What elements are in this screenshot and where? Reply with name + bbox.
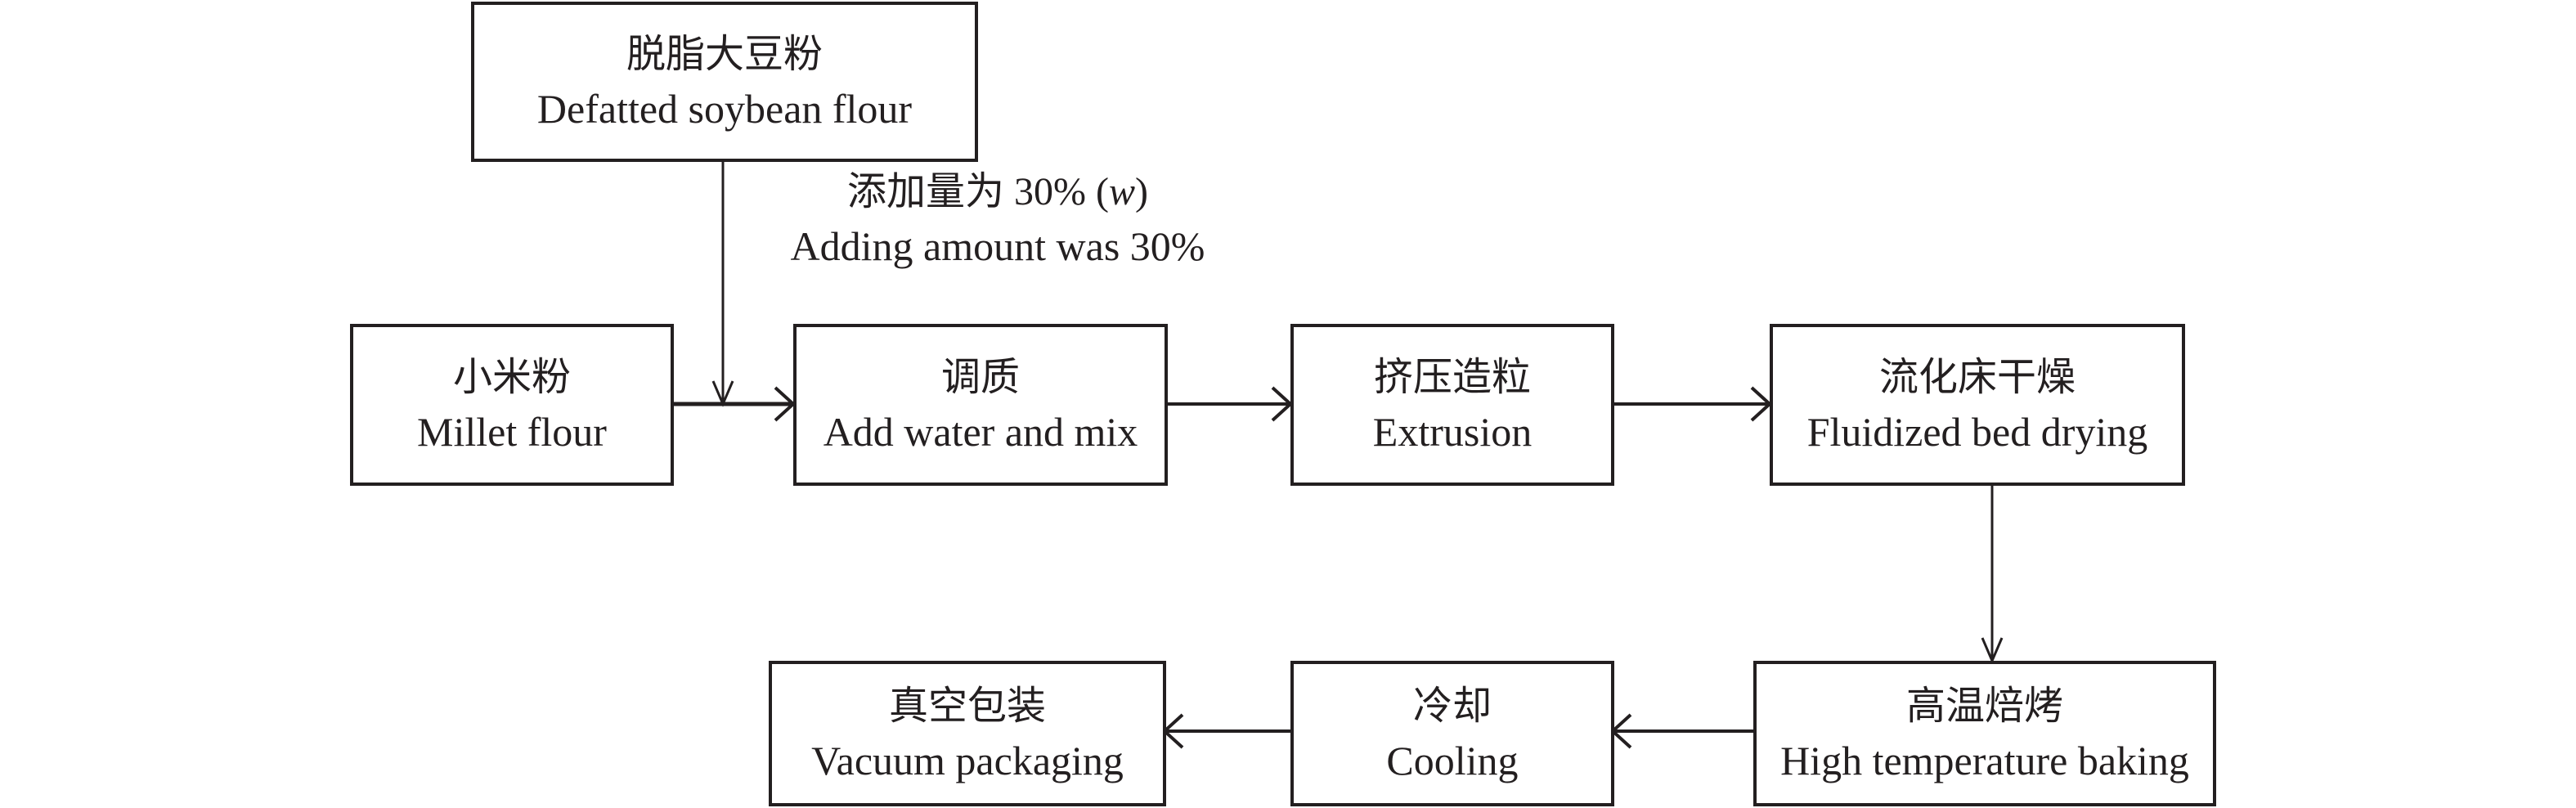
annotation-zh-prefix: 添加量为 30% ( (847, 170, 1109, 213)
node-vacuum-packaging: 真空包装 Vacuum packaging (769, 661, 1166, 806)
node-label-en: High temperature baking (1780, 738, 2189, 783)
node-millet-flour: 小米粉 Millet flour (350, 324, 674, 486)
node-label-en: Defatted soybean flour (536, 86, 913, 132)
node-label-zh: 真空包装 (888, 685, 1046, 728)
node-label-en: Extrusion (1372, 409, 1533, 455)
node-label-zh: 高温焙烤 (1905, 685, 2063, 728)
node-add-water-and-mix: 调质 Add water and mix (793, 324, 1168, 486)
node-defatted-soybean-flour: 脱脂大豆粉 Defatted soybean flour (471, 2, 978, 162)
node-high-temperature-baking: 高温焙烤 High temperature baking (1753, 661, 2216, 806)
node-label-en: Add water and mix (823, 409, 1138, 455)
node-label-en: Millet flour (417, 409, 607, 455)
node-label-zh: 脱脂大豆粉 (626, 33, 823, 76)
annotation-zh: 添加量为 30% (w) (736, 165, 1259, 219)
node-label-zh: 流化床干燥 (1878, 356, 2076, 399)
node-label-zh: 挤压造粒 (1373, 356, 1531, 399)
node-cooling: 冷却 Cooling (1290, 661, 1614, 806)
node-fluidized-bed-drying: 流化床干燥 Fluidized bed drying (1770, 324, 2185, 486)
annotation-zh-suffix: ) (1135, 170, 1148, 213)
node-label-zh: 调质 (940, 356, 1020, 399)
node-label-en: Cooling (1386, 738, 1519, 783)
node-label-zh: 冷却 (1412, 685, 1492, 728)
node-extrusion: 挤压造粒 Extrusion (1290, 324, 1614, 486)
node-label-zh: 小米粉 (452, 356, 571, 399)
annotation-en: Adding amount was 30% (790, 223, 1205, 269)
node-label-en: Fluidized bed drying (1806, 409, 2148, 455)
annotation-zh-var: w (1108, 170, 1135, 213)
node-label-en: Vacuum packaging (811, 738, 1124, 783)
addition-annotation: 添加量为 30% (w) Adding amount was 30% (736, 165, 1259, 273)
